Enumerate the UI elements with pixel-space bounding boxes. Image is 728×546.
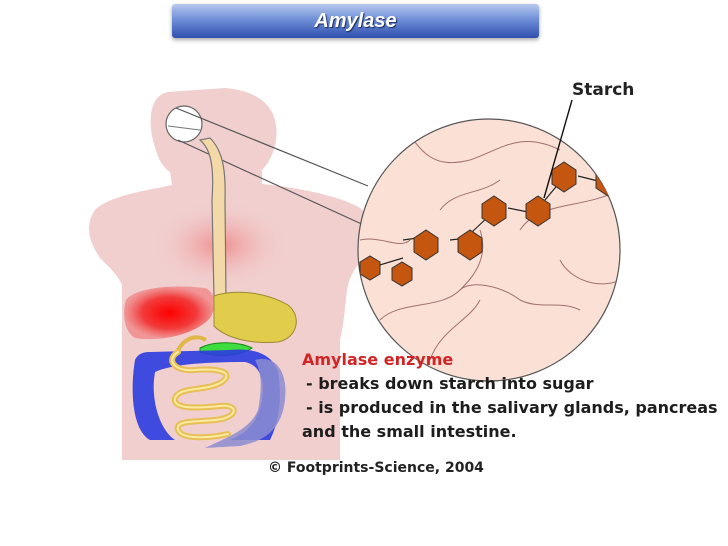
description-line-2: - is produced in the salivary glands, pa…	[306, 398, 718, 417]
stomach	[213, 291, 297, 343]
liver	[124, 286, 215, 340]
description-line-1: - breaks down starch into sugar	[306, 374, 594, 393]
starch-hexagon	[413, 229, 439, 261]
starch-hexagon	[457, 229, 483, 261]
starch-hexagon	[525, 195, 551, 227]
starch-pointer	[543, 99, 573, 199]
magnified-circle	[357, 118, 621, 382]
colon-shading	[205, 359, 286, 448]
page-title: Amylase	[314, 9, 397, 32]
starch-hexagon	[391, 261, 413, 287]
copyright-text: © Footprints-Science, 2004	[268, 460, 484, 476]
mouth-line	[167, 125, 201, 131]
starch-hexagon	[551, 161, 577, 193]
cell-outlines	[359, 119, 620, 361]
zoom-line-top	[175, 107, 369, 187]
enzyme-title: Amylase enzyme	[302, 350, 454, 369]
title-bar: Amylase	[172, 4, 539, 38]
starch-hexagon	[481, 195, 507, 227]
bile-duct	[176, 335, 208, 352]
small-intestine-highlight	[171, 351, 235, 439]
starch-label: Starch	[572, 80, 635, 100]
description-line-3: and the small intestine.	[302, 422, 517, 441]
